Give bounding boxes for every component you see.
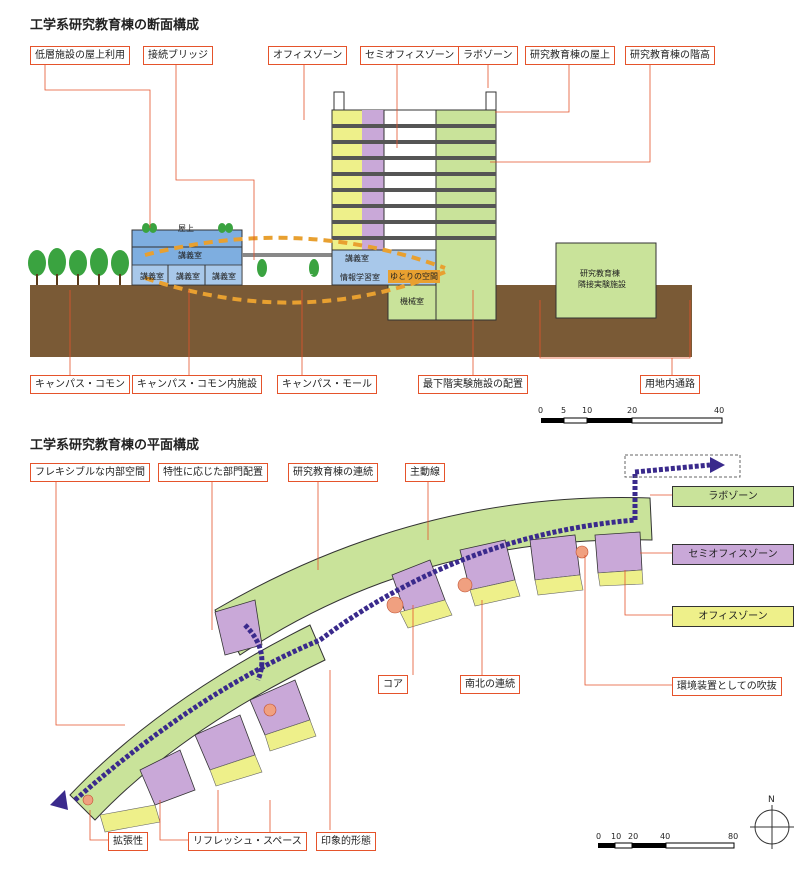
scale-tick: 40	[714, 406, 725, 415]
scale-tick: 10	[582, 406, 593, 415]
scale-tick: 10	[611, 832, 622, 841]
label-campus-mall: キャンパス・モール	[277, 375, 377, 394]
label-core: コア	[378, 675, 408, 694]
scale-tick: 0	[596, 832, 602, 841]
label-north-south: 南北の連続	[460, 675, 520, 694]
lecture-text: 講義室	[345, 254, 369, 263]
info-room-text: 情報学習室	[340, 273, 380, 282]
lecture-text: 講義室	[178, 251, 202, 260]
label-form: 印象的形態	[316, 832, 376, 851]
section-title: 工学系研究教育棟の断面構成	[30, 18, 200, 33]
zone-semi-office: セミオフィスゾーン	[672, 544, 794, 565]
scale-tick: 20	[628, 832, 639, 841]
label-lab-zone: ラボゾーン	[458, 46, 518, 65]
mall-text: キャンパスモール	[266, 273, 330, 282]
north-label: N	[768, 795, 775, 805]
tree-icons	[28, 248, 319, 277]
yutori-text: ゆとりの空間	[388, 270, 440, 283]
annex-text-1: 研究教育棟	[580, 269, 620, 278]
scale-tick: 20	[627, 406, 638, 415]
label-site-road: 用地内通路	[640, 375, 700, 394]
label-continuity: 研究教育棟の連続	[288, 463, 378, 482]
label-common-facility: キャンパス・コモン内施設	[132, 375, 262, 394]
label-main-line: 主動線	[405, 463, 445, 482]
label-campus-common: キャンパス・コモン	[30, 375, 130, 394]
label-office-zone: オフィスゾーン	[268, 46, 348, 65]
annex-building	[555, 242, 657, 319]
section-scale-bar	[541, 417, 723, 424]
scale-tick: 80	[728, 832, 739, 841]
zone-lab: ラボゾーン	[672, 486, 794, 507]
zone-office: オフィスゾーン	[672, 606, 794, 627]
plan-title: 工学系研究教育棟の平面構成	[30, 438, 200, 453]
rooftop-text: 屋上	[178, 224, 194, 233]
label-roof: 研究教育棟の屋上	[525, 46, 615, 65]
label-expand: 拡張性	[108, 832, 148, 851]
label-floor-height: 研究教育棟の階高	[625, 46, 715, 65]
scale-tick: 5	[561, 406, 567, 415]
label-rooftop-use: 低層施設の屋上利用	[30, 46, 130, 65]
lecture-text: 講義室	[176, 272, 200, 281]
label-bridge: 接続ブリッジ	[143, 46, 213, 65]
scale-tick: 40	[660, 832, 671, 841]
machine-room-text: 機械室	[400, 297, 424, 306]
lecture-text: 講義室	[140, 272, 164, 281]
low-building	[131, 223, 243, 286]
tall-building	[331, 91, 497, 321]
label-refresh: リフレッシュ・スペース	[188, 832, 307, 851]
air-flow-arrows	[144, 235, 446, 305]
label-semi-office-zone: セミオフィスゾーン	[360, 46, 460, 65]
label-lowest-floor: 最下階実験施設の配置	[418, 375, 528, 394]
lecture-text: 講義室	[212, 272, 236, 281]
scale-tick: 0	[538, 406, 544, 415]
annex-text-2: 隣接実験施設	[578, 280, 626, 289]
label-dept: 特性に応じた部門配置	[158, 463, 268, 482]
label-flexible: フレキシブルな内部空間	[30, 463, 150, 482]
label-atrium: 環境装置としての吹抜	[672, 677, 782, 696]
